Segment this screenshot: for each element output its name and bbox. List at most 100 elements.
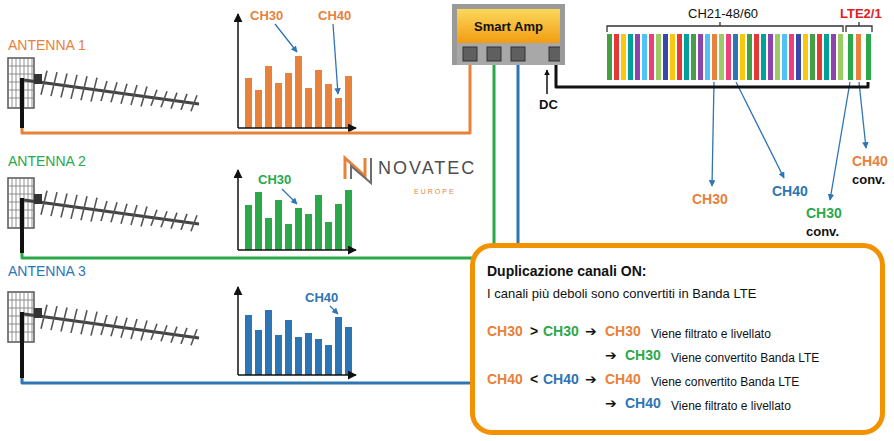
level-bar: [245, 78, 252, 128]
channel-label: CH40: [852, 153, 888, 169]
level-bar: [255, 90, 262, 128]
antenna-mast: [20, 312, 24, 378]
leader-line: [330, 306, 338, 314]
level-bar: [245, 205, 252, 250]
compare-sign: >: [530, 323, 538, 339]
result-text: Viene convertito Banda LTE: [671, 352, 819, 366]
level-bar: [325, 84, 332, 128]
channel-bar: [810, 34, 815, 80]
level-bar: [265, 310, 272, 375]
level-bar: [345, 190, 352, 250]
channel-bar: [782, 34, 787, 80]
channel-name: CH30: [487, 323, 523, 339]
leader-line: [282, 189, 297, 204]
channel-bar: [740, 34, 745, 80]
antenna-unit: ANTENNA 3: [8, 262, 208, 378]
channel-bar: [768, 34, 773, 80]
brand-name: NOVATEC: [378, 158, 476, 179]
channel-bar: [642, 34, 647, 80]
antenna-unit: ANTENNA 2: [8, 152, 208, 253]
channel-band: CH21-48/60 LTE2/1: [600, 2, 888, 82]
channel-bar: [705, 34, 710, 80]
level-bar: [325, 345, 332, 375]
channel-bar: [848, 34, 853, 80]
level-bar: [305, 333, 312, 375]
channel-bar: [775, 34, 780, 80]
channel-bar: [607, 34, 612, 80]
antenna-mast: [20, 78, 24, 128]
antenna-name: ANTENNA 1: [8, 37, 86, 53]
band-name: LTE2/1: [840, 7, 882, 22]
level-bar: [245, 315, 252, 375]
channel-bar: [747, 34, 752, 80]
compare-sign: <: [530, 371, 538, 387]
result-text: Viene filtrato e livellato: [651, 328, 771, 342]
channel-bar: [649, 34, 654, 80]
range-bracket: [846, 22, 872, 32]
level-bar: [315, 339, 322, 375]
arrow-sign: ➔: [585, 323, 597, 339]
signal-cable: [22, 65, 494, 258]
channel-bar: [691, 34, 696, 80]
callout-text: I canali più deboli sono convertiti in B…: [487, 287, 756, 302]
band-range: CH21-48/60: [688, 7, 758, 22]
level-bar: [345, 76, 352, 128]
level-chart: [245, 310, 352, 375]
channel-bar: [796, 34, 801, 80]
amplifier-name: Smart Amp: [474, 20, 543, 35]
result-text: Viene filtrato e livellato: [671, 400, 791, 414]
level-bar: [335, 317, 342, 375]
chart-axis: [237, 14, 239, 128]
leader-line: [736, 82, 784, 178]
channel-bar: [824, 34, 829, 80]
channel-bar: [670, 34, 675, 80]
chart-axis: [238, 249, 356, 251]
chart-axis: [238, 374, 356, 376]
level-bar: [255, 330, 262, 375]
channel-name: CH30: [605, 323, 641, 339]
level-bar: [295, 208, 302, 250]
brand-icon: [351, 158, 371, 183]
amplifier-box: Smart Amp: [452, 4, 565, 65]
power-label: DC: [539, 98, 558, 113]
channel-name: CH30: [543, 323, 579, 339]
channel-label: CH30: [258, 173, 291, 188]
channel-bar: [656, 34, 661, 80]
chart-axis: [237, 170, 239, 250]
channel-bar: [719, 34, 724, 80]
channel-bar: [866, 34, 871, 80]
channel-label: CH30: [692, 191, 728, 207]
chart-axis: [237, 287, 239, 375]
level-bar: [275, 335, 282, 375]
leader-line: [275, 24, 297, 52]
channel-bar: [684, 34, 689, 80]
level-bar: [265, 66, 272, 128]
level-bar: [345, 327, 352, 375]
level-bar: [275, 200, 282, 250]
signal-cable: [22, 65, 470, 133]
channel-name: CH40: [605, 371, 641, 387]
channel-bar: [803, 34, 808, 80]
channel-name: CH30: [625, 347, 661, 363]
level-bar: [325, 222, 332, 250]
antenna-drawing: [8, 58, 199, 111]
channel-bar: [761, 34, 766, 80]
channel-label: CH30: [250, 9, 283, 24]
level-bar: [295, 337, 302, 375]
channel-bar: [733, 34, 738, 80]
conversion-label: conv.: [852, 173, 885, 188]
channel-bar: [856, 34, 861, 80]
channel-name: CH40: [487, 371, 523, 387]
level-bar: [285, 224, 292, 250]
level-bar: [335, 204, 342, 250]
channel-spectrum: [607, 34, 871, 80]
channel-label: CH30: [806, 205, 842, 221]
antenna-mast: [20, 198, 24, 253]
channel-bar: [614, 34, 619, 80]
range-bracket: [607, 22, 843, 32]
channel-bar: [831, 34, 836, 80]
channel-bar: [621, 34, 626, 80]
level-bar: [315, 195, 322, 250]
callout-title: Duplicazione canali ON:: [487, 263, 646, 279]
leader-line: [712, 82, 714, 186]
